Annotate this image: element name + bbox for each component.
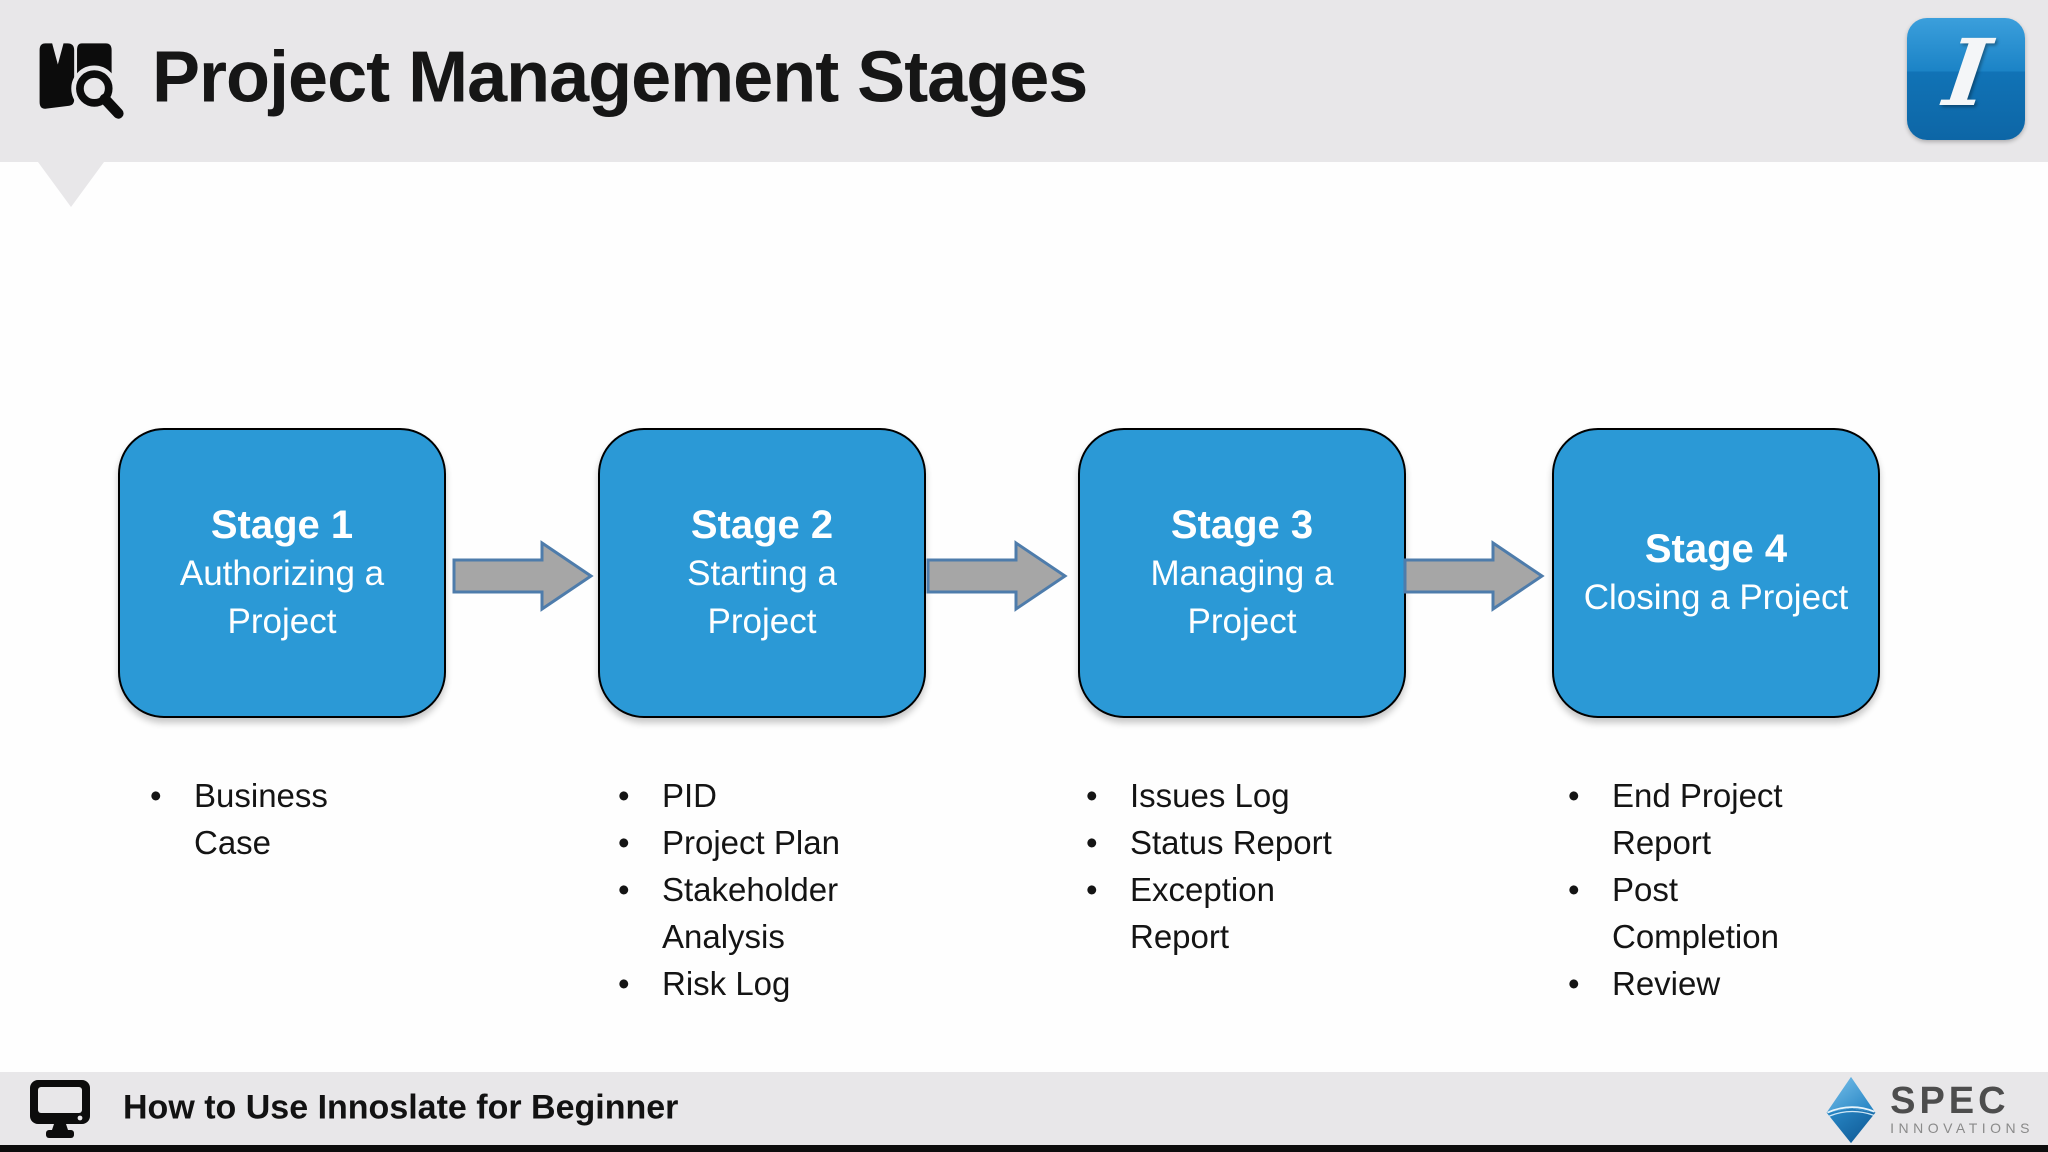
right-arrow-icon: [452, 540, 594, 612]
stage-4-title: Stage 4: [1644, 527, 1788, 571]
stage-1-subtitle: Authorizing a Project: [179, 554, 385, 641]
stage-1-title: Stage 1: [210, 503, 354, 547]
stage-2-title: Stage 2: [690, 503, 834, 547]
stage-3-bullet-list: Issues Log Status Report Exception Repor…: [1084, 772, 1340, 960]
spec-brand-subtitle: INNOVATIONS: [1890, 1120, 2034, 1136]
list-item: PID: [616, 772, 862, 819]
innoslate-logo-icon: I: [1907, 18, 2025, 140]
book-search-icon: [30, 26, 128, 126]
stage-1-bullet-list: Business Case: [148, 772, 408, 866]
stage-4-subtitle: Closing a Project: [1583, 578, 1849, 617]
spec-diamond-icon: [1826, 1076, 1876, 1144]
right-arrow-icon: [1403, 540, 1545, 612]
list-item: Issues Log: [1084, 772, 1340, 819]
footer-bar: How to Use Innoslate for Beginner: [0, 1072, 2048, 1145]
list-item: Stakeholder Analysis: [616, 866, 862, 960]
list-item: Post Completion: [1566, 866, 1797, 960]
list-item: Project Plan: [616, 819, 862, 866]
spec-brand-name: SPEC: [1890, 1080, 2010, 1122]
header-bar: Project Management Stages I: [0, 0, 2048, 162]
stage-2-bullet-list: PID Project Plan Stakeholder Analysis Ri…: [616, 772, 862, 1007]
stage-4-bullet-list: End Project Report Post Completion Revie…: [1566, 772, 1797, 1007]
stage-2-box: Stage 2 Starting a Project: [598, 428, 926, 718]
right-arrow-icon: [926, 540, 1068, 612]
spec-innovations-logo: SPEC INNOVATIONS: [1820, 1076, 2034, 1144]
list-item: End Project Report: [1566, 772, 1797, 866]
footer-caption: How to Use Innoslate for Beginner: [123, 1088, 679, 1127]
stage-4-box: Stage 4 Closing a Project: [1552, 428, 1880, 718]
list-item: Review: [1566, 960, 1797, 1007]
stage-3-box: Stage 3 Managing a Project: [1078, 428, 1406, 718]
bottom-edge-strip: [0, 1145, 2048, 1152]
list-item: Exception Report: [1084, 866, 1340, 960]
list-item: Status Report: [1084, 819, 1340, 866]
stage-3-title: Stage 3: [1170, 503, 1314, 547]
stage-1-box: Stage 1 Authorizing a Project: [118, 428, 446, 718]
slide-title: Project Management Stages: [152, 37, 1088, 118]
list-item: Risk Log: [616, 960, 862, 1007]
innoslate-logo-letter: I: [1938, 19, 1998, 127]
stage-3-subtitle: Managing a Project: [1150, 554, 1334, 641]
list-item: Business Case: [148, 772, 408, 866]
monitor-icon: [28, 1078, 92, 1140]
header-pointer-triangle: [38, 162, 104, 207]
stage-2-subtitle: Starting a Project: [687, 554, 837, 641]
